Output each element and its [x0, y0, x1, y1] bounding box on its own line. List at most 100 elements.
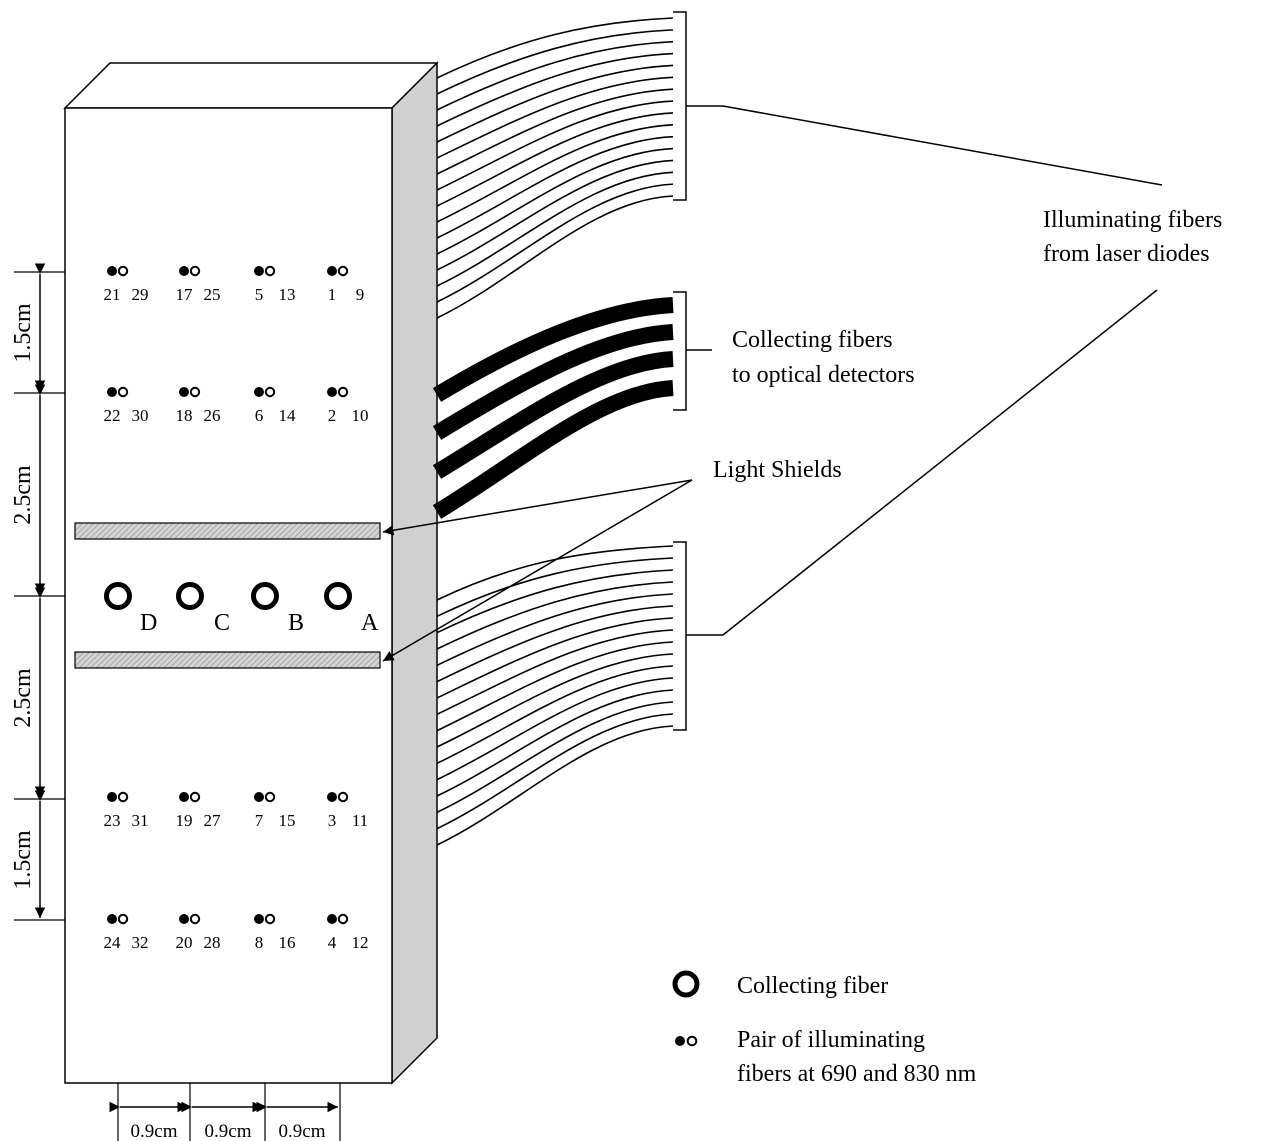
illuminating-fiber-830-icon — [337, 265, 349, 277]
dim-label-h3: 0.9cm — [279, 1121, 326, 1141]
dim-label-v4: 1.5cm — [10, 830, 36, 890]
collecting-fiber-line — [432, 351, 674, 479]
light-shields-label: Light Shields — [713, 457, 842, 483]
illuminating-fiber-690-icon — [254, 387, 264, 397]
collector-c-icon — [176, 582, 204, 610]
illuminating-fiber-line — [436, 725, 674, 846]
illuminating-fiber-line — [436, 17, 674, 79]
lower-illuminating-fibers — [436, 545, 674, 846]
collector-a-label: A — [361, 610, 379, 636]
illuminating-fiber-line — [436, 653, 674, 748]
illuminating-fiber-690-icon — [179, 792, 189, 802]
illuminating-fiber-line — [436, 159, 674, 271]
fiber-number: 30 — [132, 406, 149, 425]
illuminating-fiber-830-icon — [264, 913, 276, 925]
collector-b-icon — [251, 582, 279, 610]
fiber-number: 31 — [132, 811, 149, 830]
probe-box — [63, 61, 439, 1085]
illuminating-fiber-line — [436, 689, 674, 797]
legend-pair-label-line2: fibers at 690 and 830 nm — [737, 1061, 977, 1087]
illuminating-fiber-line — [436, 665, 674, 765]
illuminating-fiber-line — [436, 112, 674, 207]
light-shield-upper — [74, 522, 381, 540]
collector-d-label: D — [140, 610, 157, 636]
fiber-number: 14 — [279, 406, 297, 425]
illuminating-fiber-830-icon — [189, 791, 201, 803]
fiber-number: 25 — [204, 285, 221, 304]
illuminating-fiber-line — [436, 124, 674, 223]
illuminating-fiber-line — [436, 677, 674, 781]
collecting-fiber-bundle — [432, 297, 674, 519]
legend-collecting-fiber-icon — [672, 970, 700, 998]
upper-fiber-bracket — [673, 11, 723, 201]
collecting-fiber-line — [432, 380, 674, 519]
illuminating-fiber-690-icon — [107, 387, 117, 397]
fiber-number: 11 — [352, 811, 368, 830]
dim-label-v1: 1.5cm — [10, 303, 36, 363]
illuminating-callout-line-upper — [722, 105, 1163, 186]
illuminating-fiber-line — [436, 713, 674, 830]
light-shield-arrow-lower — [382, 479, 693, 662]
legend-collecting-fiber-label: Collecting fiber — [737, 973, 888, 999]
collecting-label-line1: Collecting fibers — [732, 327, 893, 353]
collectors: D C B A — [104, 582, 379, 636]
illuminating-fiber-line — [436, 617, 674, 699]
illuminating-fiber-830-icon — [337, 791, 349, 803]
illuminating-fiber-830-icon — [264, 386, 276, 398]
illuminating-fiber-830-icon — [117, 265, 129, 277]
fiber-number: 7 — [255, 811, 264, 830]
illuminating-fiber-line — [436, 593, 674, 667]
illuminating-fiber-690-icon — [254, 914, 264, 924]
illuminating-fiber-690-icon — [327, 792, 337, 802]
fiber-number: 17 — [176, 285, 194, 304]
fiber-number: 1 — [328, 285, 337, 304]
fiber-number: 5 — [255, 285, 264, 304]
fiber-number: 27 — [204, 811, 222, 830]
legend-pair-filled-icon — [675, 1036, 685, 1046]
probe-side-face — [391, 61, 438, 1085]
fiber-number: 23 — [104, 811, 121, 830]
illuminating-fiber-830-icon — [117, 913, 129, 925]
illuminating-fiber-690-icon — [179, 387, 189, 397]
collector-c-label: C — [214, 610, 230, 636]
fiber-number: 18 — [176, 406, 193, 425]
illuminating-fiber-690-icon — [327, 387, 337, 397]
illuminating-fiber-line — [436, 135, 674, 239]
fiber-number: 32 — [132, 933, 149, 952]
illuminating-fiber-830-icon — [264, 791, 276, 803]
illuminating-fiber-line — [436, 183, 674, 303]
illuminating-fiber-830-icon — [189, 386, 201, 398]
fiber-number: 19 — [176, 811, 193, 830]
legend-pair-label-line1: Pair of illuminating — [737, 1027, 925, 1053]
illuminating-fiber-690-icon — [107, 914, 117, 924]
collector-a-icon — [324, 582, 352, 610]
illuminating-fiber-830-icon — [264, 265, 276, 277]
illuminating-fiber-690-icon — [254, 792, 264, 802]
illuminating-fiber-line — [436, 76, 674, 159]
illuminating-fiber-830-icon — [337, 913, 349, 925]
illuminating-fiber-line — [436, 605, 674, 683]
illuminating-fiber-line — [436, 195, 674, 319]
illuminating-label-line2: from laser diodes — [1043, 241, 1210, 267]
illuminating-fiber-line — [436, 29, 674, 95]
dim-label-h1: 0.9cm — [131, 1121, 178, 1141]
illuminating-label-line1: Illuminating fibers — [1043, 207, 1222, 233]
illuminating-fiber-830-icon — [117, 791, 129, 803]
fiber-number: 6 — [255, 406, 264, 425]
illuminating-fiber-690-icon — [107, 792, 117, 802]
probe-top-face — [63, 62, 439, 109]
illuminating-fiber-690-icon — [327, 266, 337, 276]
fiber-number: 15 — [279, 811, 296, 830]
fiber-number: 28 — [204, 933, 221, 952]
collecting-fiber-bracket — [673, 291, 712, 411]
fiber-number: 16 — [279, 933, 296, 952]
illuminating-fiber-line — [436, 64, 674, 143]
legend: Collecting fiber Pair of illuminating fi… — [672, 970, 977, 1087]
light-shield-lower — [74, 651, 381, 669]
illuminating-fiber-830-icon — [189, 913, 201, 925]
illuminating-fiber-line — [436, 557, 674, 618]
dim-label-h2: 0.9cm — [205, 1121, 252, 1141]
horizontal-dimensions: 0.9cm 0.9cm 0.9cm — [109, 1083, 341, 1141]
illuminating-fiber-line — [436, 581, 674, 650]
